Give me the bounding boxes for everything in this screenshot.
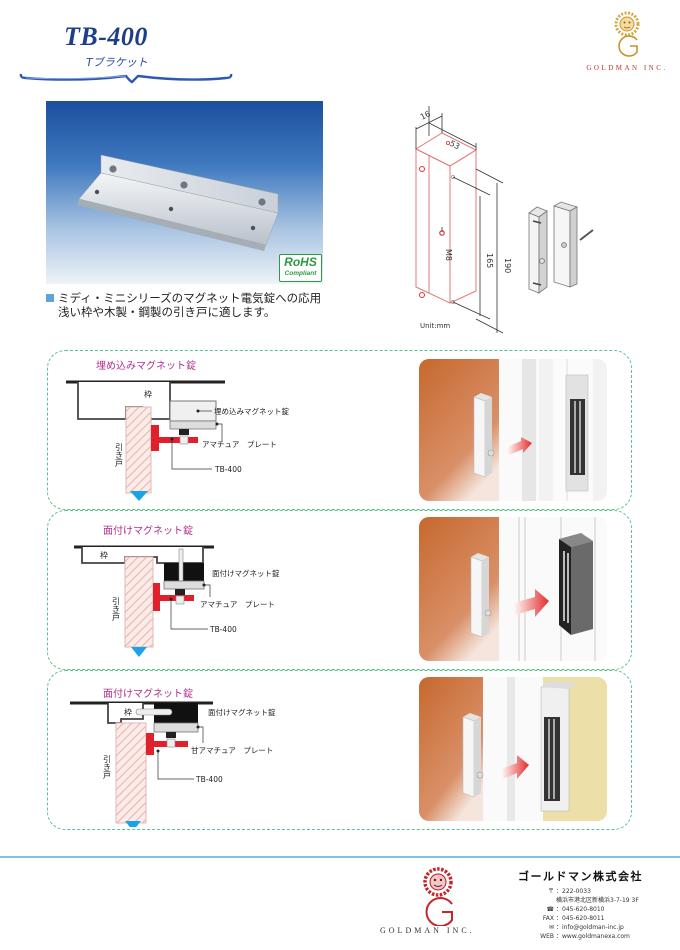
door-label: 引き戸 <box>112 597 121 622</box>
bracket-label: TB-400 <box>209 625 237 634</box>
postal-icon: 〒 <box>547 888 554 895</box>
door-label: 引き戸 <box>103 755 112 780</box>
fax: FAX：045-620-8011 <box>532 913 605 922</box>
postal-code: 〒：222-0033 <box>532 886 591 895</box>
door-label: 引き戸 <box>115 443 124 468</box>
frame-label: 枠 <box>144 389 152 399</box>
lion-g-emblem-icon <box>614 11 640 57</box>
armature-plate-label: 甘アマチュア プレート <box>191 745 273 755</box>
phone: ☎：045-620-8010 <box>532 904 605 913</box>
dimension-drawing: 16 53 165 190 M8 <box>414 106 594 334</box>
rohs-badge-sub: Compliant <box>284 270 317 277</box>
dim-depth-label: 53 <box>448 139 461 152</box>
rohs-badge: RoHS Compliant <box>279 254 322 282</box>
dim-thread-label: M8 <box>444 249 453 261</box>
address: 横浜市港北区新横浜3-7-19 3F <box>556 897 639 904</box>
installation-illustration <box>419 517 607 661</box>
phone-icon: ☎ <box>546 906 554 913</box>
cross-section-diagram: 枠 引き戸 面付けマグネット錠 アマチュア プレート TB-400 <box>74 545 280 657</box>
dim-width-label: 16 <box>419 109 432 122</box>
brand-name: GOLDMAN INC. <box>586 64 668 72</box>
install-section-flush: 埋め込みマグネット錠 枠 引き戸 埋め込みマグネット錠 アマチュア プレート T… <box>47 350 632 510</box>
description-line-2: 浅い枠や木製・鋼製の引き戸に適します。 <box>58 305 276 319</box>
fax-label: FAX <box>542 915 554 922</box>
goldman-logo: GOLDMAN INC. <box>582 10 672 74</box>
lock-label: 面付けマグネット錠 <box>212 568 280 578</box>
lion-g-emblem-icon <box>423 867 453 926</box>
email-link[interactable]: ：info@goldman-inc.jp <box>556 924 624 931</box>
unit-label: Unit:mm <box>420 322 451 330</box>
footer-divider <box>0 856 680 858</box>
lock-label: 面付けマグネット錠 <box>208 707 276 717</box>
description-line-1: ミディ・ミニシリーズのマグネット電気錠への応用 <box>58 291 322 305</box>
rohs-badge-main: RoHS <box>284 255 317 269</box>
company-name: ゴールドマン株式会社 <box>518 870 643 883</box>
frame-label: 枠 <box>124 707 132 717</box>
mail-icon: ✉ <box>548 924 554 931</box>
website-link[interactable]: ：www.goldmanexa.com <box>556 933 630 940</box>
email: ✉：info@goldman-inc.jp <box>532 922 624 931</box>
decorative-swash <box>19 73 233 84</box>
dim-spacing-label: 165 <box>485 253 494 268</box>
product-photo <box>46 101 323 284</box>
installation-illustration <box>419 359 607 501</box>
exploded-bracket-illustration <box>528 201 594 294</box>
product-description: ミディ・ミニシリーズのマグネット電気錠への応用 浅い枠や木製・鋼製の引き戸に適し… <box>46 291 321 319</box>
cross-section-diagram: 枠 引き戸 埋め込みマグネット錠 アマチュア プレート TB-400 <box>66 380 289 501</box>
bracket-label: TB-400 <box>214 465 242 474</box>
frame-label: 枠 <box>100 550 108 560</box>
armature-plate-label: アマチュア プレート <box>202 440 277 449</box>
fax-value: ：045-620-8011 <box>556 915 605 922</box>
website: WEB：www.goldmanexa.com <box>532 931 630 940</box>
section-title: 面付けマグネット錠 <box>103 526 193 537</box>
cross-section-diagram: 枠 引き戸 面付けマグネット錠 甘アマチュア プレート TB-400 <box>70 701 276 827</box>
postal-value: ：222-0033 <box>556 888 591 895</box>
l-bracket-image <box>77 154 279 251</box>
phone-value: ：045-620-8010 <box>556 906 605 913</box>
product-subtitle: Tブラケット <box>86 56 148 69</box>
product-model-title: TB-400 <box>64 22 148 51</box>
dim-length-label: 190 <box>503 258 512 273</box>
web-label: WEB <box>540 933 554 940</box>
installation-illustration <box>419 677 607 821</box>
footer-brand-name: GOLDMAN INC. <box>380 926 475 935</box>
bracket-label: TB-400 <box>195 775 223 784</box>
lock-label: 埋め込みマグネット錠 <box>214 406 289 416</box>
install-section-surface: 面付けマグネット錠 枠 引き戸 面付けマグネット錠 アマチュア プレート TB-… <box>47 510 632 670</box>
bullet-square-icon <box>46 294 54 302</box>
section-title: 埋め込みマグネット錠 <box>96 361 196 372</box>
armature-plate-label: アマチュア プレート <box>200 600 275 609</box>
install-section-surface-alt: 面付けマグネット錠 枠 引き戸 面付けマグネット錠 甘アマチュア プレート TB… <box>47 670 632 830</box>
section-title: 面付けマグネット錠 <box>103 689 193 700</box>
